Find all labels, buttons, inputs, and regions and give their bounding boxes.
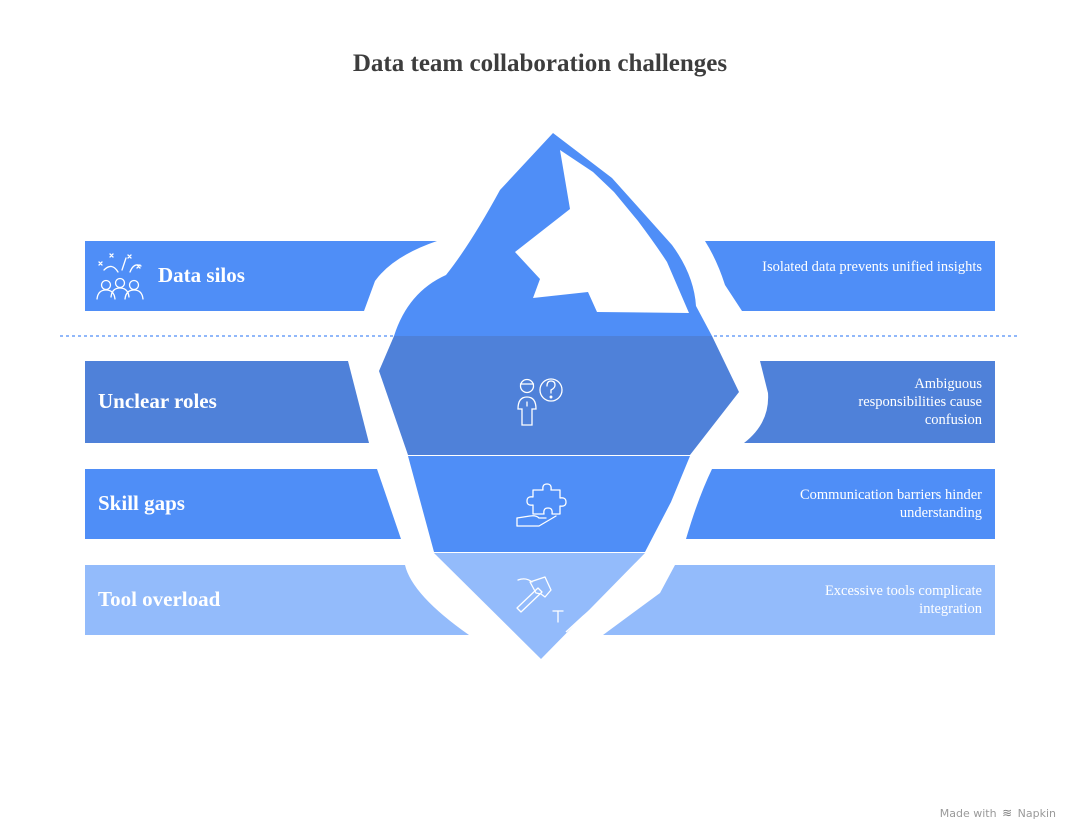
iceberg-tip xyxy=(394,133,712,336)
layer-label-tool-overload: Tool overload xyxy=(98,587,221,611)
layer-label-unclear-roles: Unclear roles xyxy=(98,389,217,413)
page-title: Data team collaboration challenges xyxy=(352,50,728,77)
layer-description-unclear-roles: Ambiguous responsibilities cause confusi… xyxy=(858,376,982,428)
layer-band-skill-gaps xyxy=(85,456,995,552)
footer-credit: Made with ≋ Napkin xyxy=(940,806,1056,820)
footer-prefix: Made with xyxy=(939,807,997,820)
napkin-logo-icon: ≋ xyxy=(1002,806,1013,820)
layer-band-tool-overload xyxy=(85,553,995,659)
person-question-icon xyxy=(517,378,563,426)
layer-description-data-silos: Isolated data prevents unified insights xyxy=(762,259,982,275)
layer-band-unclear-roles xyxy=(85,336,995,455)
footer-brand: Napkin xyxy=(1017,807,1056,820)
layer-description-tool-overload: Excessive tools complicate integration xyxy=(824,583,982,617)
hammer-nail-icon xyxy=(516,576,564,623)
layer-description-skill-gaps: Communication barriers hinder understand… xyxy=(799,487,982,521)
layer-label-skill-gaps: Skill gaps xyxy=(98,491,185,515)
team-celebration-icon xyxy=(96,253,144,300)
hand-puzzle-icon xyxy=(516,483,567,527)
layer-label-data-silos: Data silos xyxy=(158,263,245,287)
layer-band-data-silos xyxy=(85,241,995,311)
